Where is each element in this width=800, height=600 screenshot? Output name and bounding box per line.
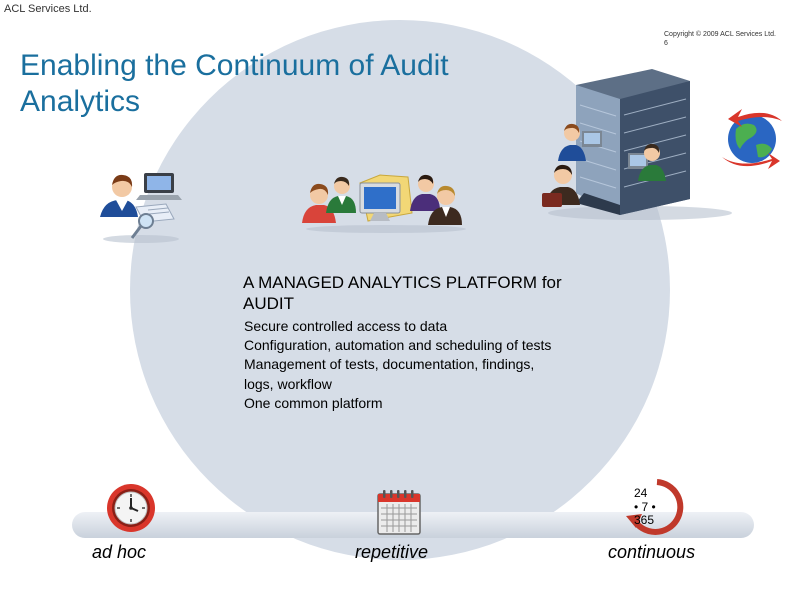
copyright-text: Copyright © 2009 ACL Services Ltd.: [664, 31, 776, 38]
slide-title: Enabling the Continuum of Audit Analytic…: [20, 48, 540, 120]
person-laptop-icon: [100, 173, 182, 243]
cycle-year: 365: [634, 513, 655, 527]
cycle-hours: 24: [634, 486, 648, 500]
platform-heading: A MANAGED ANALYTICS PLATFORM for AUDIT: [243, 272, 643, 314]
stage-label-adhoc: ad hoc: [92, 542, 147, 562]
slide-number: 6: [664, 40, 668, 47]
feature-line: logs, workflow: [244, 375, 332, 392]
feature-line: Configuration, automation and scheduling…: [244, 337, 552, 354]
team-computer-icon: [302, 174, 466, 233]
globe-icon: [722, 109, 782, 169]
feature-line: One common platform: [244, 394, 383, 411]
platform-heading-line-2: AUDIT: [243, 294, 294, 313]
continuous-cycle-text: 24 • 7 • 365: [634, 486, 674, 528]
feature-line: Secure controlled access to data: [244, 318, 448, 334]
calendar-icon: [377, 490, 421, 535]
company-name: ACL Services Ltd.: [4, 3, 92, 15]
copyright-notice: Copyright © 2009 ACL Services Ltd. 6: [664, 30, 796, 48]
platform-features-list: Secure controlled access to data Configu…: [244, 317, 664, 413]
office-building-icon: [542, 69, 782, 220]
stage-label-continuous: continuous: [608, 542, 696, 562]
cycle-arrow-icon: [626, 479, 684, 535]
cycle-days: • 7 •: [634, 499, 656, 514]
feature-line: Management of tests, documentation, find…: [244, 356, 535, 373]
platform-heading-line-1: A MANAGED ANALYTICS PLATFORM for: [243, 273, 562, 292]
slide-title-line-1: Enabling the Continuum of Audit: [20, 49, 449, 82]
clock-icon: [107, 484, 155, 532]
slide-title-line-2: Analytics: [20, 85, 141, 118]
stage-label-repetitive: repetitive: [355, 542, 429, 562]
